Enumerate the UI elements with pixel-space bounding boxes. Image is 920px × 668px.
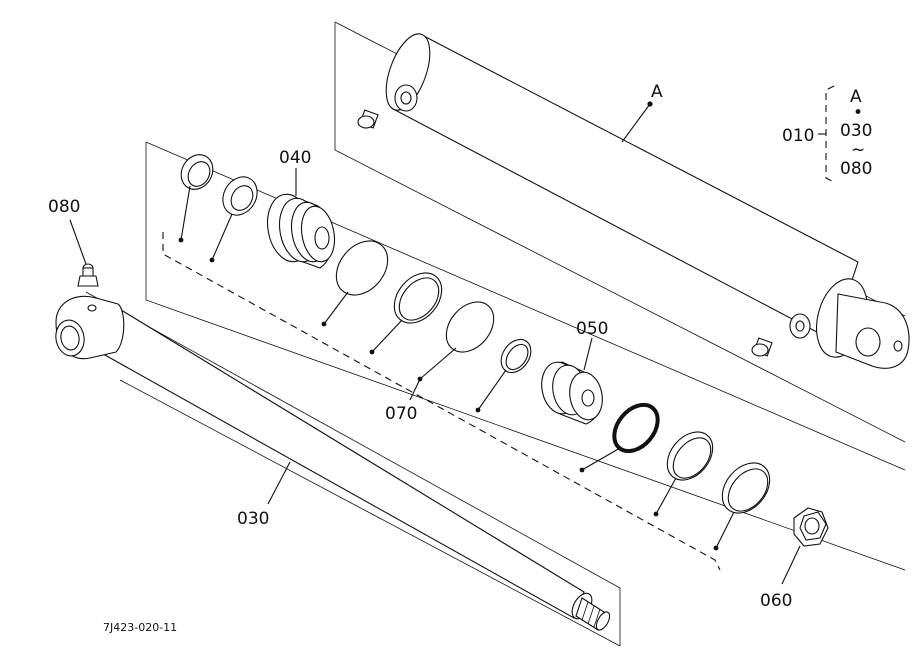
barrel-port-right-hole — [795, 320, 805, 332]
rod-thread-end — [571, 592, 611, 631]
drawing-code: 7J423-020-11 — [103, 621, 177, 634]
piston-050: 050 — [541, 319, 608, 425]
ref-header: A — [850, 87, 862, 107]
barrel-assembly: A — [334, 21, 910, 443]
barrel-tube — [394, 33, 859, 341]
barrel-clevis-end — [816, 278, 910, 369]
seal-frame-outline — [145, 142, 906, 571]
piston-o-ring — [579, 402, 660, 473]
rod-frame — [85, 291, 621, 646]
o-ring-070 — [417, 301, 495, 382]
ref-bracket — [825, 85, 835, 183]
rod-eye-end — [55, 295, 125, 360]
callout-rod-label: 030 — [237, 509, 269, 529]
barrel-frame — [334, 22, 906, 443]
seal-frame-top — [145, 141, 906, 471]
callout-barrel-dot — [647, 101, 653, 107]
rod-seal — [209, 176, 258, 263]
port-plug-right — [751, 337, 773, 357]
callout-seal-kit: 070 — [385, 378, 421, 424]
gland-o-ring — [321, 240, 389, 327]
callout-nut-label: 060 — [760, 591, 792, 611]
ref-tilde: ~ — [851, 140, 865, 160]
nut-060: 060 — [760, 507, 829, 611]
ref-range-start: 030 — [840, 121, 872, 141]
callout-seal-kit-leader — [409, 378, 421, 401]
callout-barrel-leader — [621, 103, 651, 143]
callout-gland-label: 040 — [279, 148, 311, 168]
seal-kit-frame — [145, 141, 906, 571]
callout-seal-kit-label: 070 — [385, 404, 417, 424]
small-backup-ring — [475, 338, 532, 413]
reference-group: 010 A • 030 ~ 080 — [782, 85, 872, 183]
callout-piston-label: 050 — [576, 319, 608, 339]
backup-ring-1 — [369, 272, 443, 355]
rod-030: 030 — [55, 291, 621, 647]
seal-kit-bracket — [162, 232, 721, 571]
gland-040: 040 — [266, 148, 336, 269]
port-plug-left — [357, 109, 379, 129]
ref-range-end: 080 — [840, 159, 872, 179]
wiper-ring — [178, 154, 214, 243]
callout-rod-leader — [267, 461, 291, 505]
ref-dot: • — [853, 103, 863, 123]
grease-fitting-080: 080 — [48, 197, 99, 287]
ref-part-number: 010 — [782, 126, 814, 146]
callout-barrel-label: A — [651, 82, 663, 102]
wear-ring — [713, 462, 771, 551]
piston-seal — [653, 431, 714, 517]
rod-frame-bottom — [119, 379, 621, 647]
callout-grease-fitting-label: 080 — [48, 197, 80, 217]
barrel-port-left-hole — [400, 91, 412, 105]
seals — [178, 154, 771, 551]
